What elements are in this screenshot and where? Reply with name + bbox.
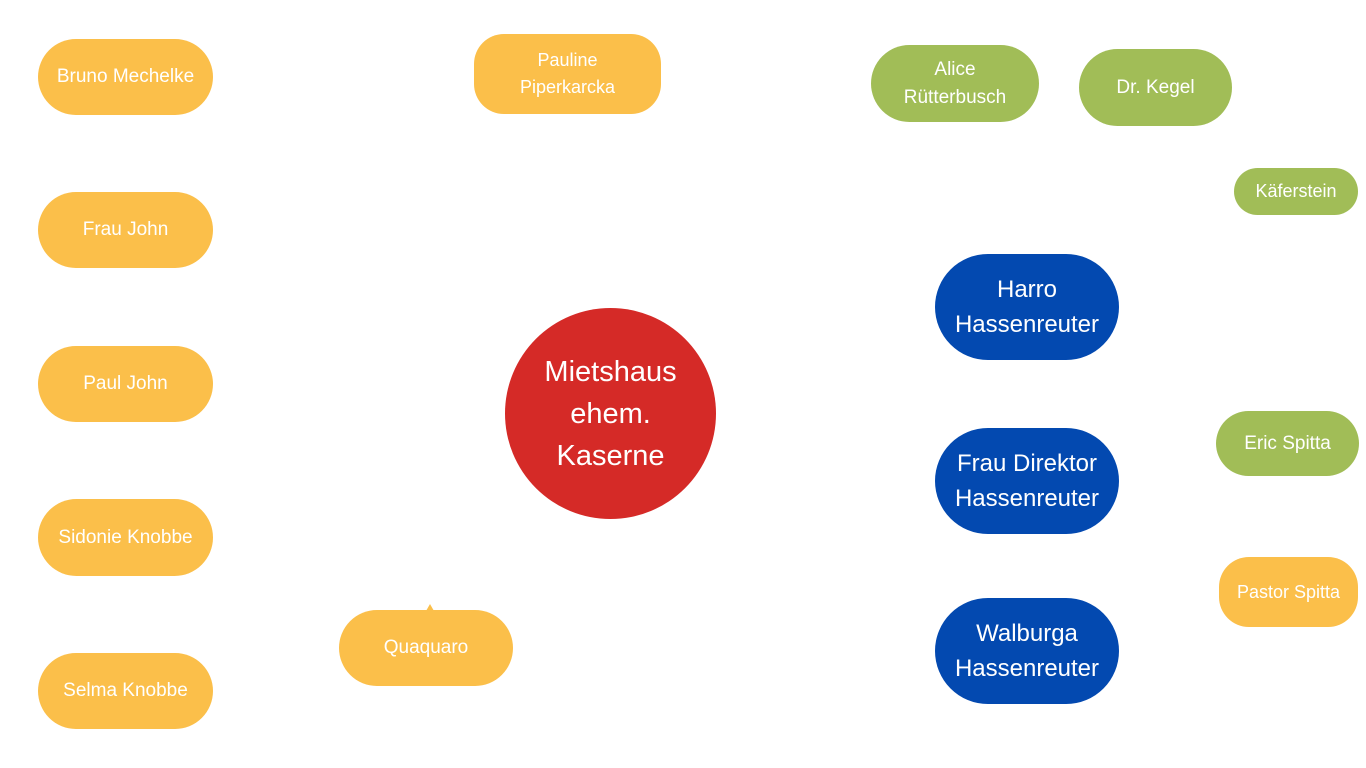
node-kaeferstein: Käferstein: [1234, 168, 1358, 215]
node-pauline-piperkarcka: Pauline Piperkarcka: [474, 34, 661, 114]
node-harro-hassenreuter: Harro Hassenreuter: [935, 254, 1119, 360]
node-frau-direktor-hassenreuter: Frau Direktor Hassenreuter: [935, 428, 1119, 534]
node-walburga-hassenreuter: Walburga Hassenreuter: [935, 598, 1119, 704]
node-alice-ruetterbusch: Alice Rütterbusch: [871, 45, 1039, 122]
node-frau-john: Frau John: [38, 192, 213, 268]
node-paul-john: Paul John: [38, 346, 213, 422]
node-quaquaro: Quaquaro: [339, 610, 513, 686]
center-node-mietshaus: Mietshaus ehem. Kaserne: [505, 308, 716, 519]
node-selma-knobbe: Selma Knobbe: [38, 653, 213, 729]
node-eric-spitta: Eric Spitta: [1216, 411, 1359, 476]
node-dr-kegel: Dr. Kegel: [1079, 49, 1232, 126]
quaquaro-notch: [426, 604, 434, 611]
node-sidonie-knobbe: Sidonie Knobbe: [38, 499, 213, 576]
node-pastor-spitta: Pastor Spitta: [1219, 557, 1358, 627]
node-bruno-mechelke: Bruno Mechelke: [38, 39, 213, 115]
